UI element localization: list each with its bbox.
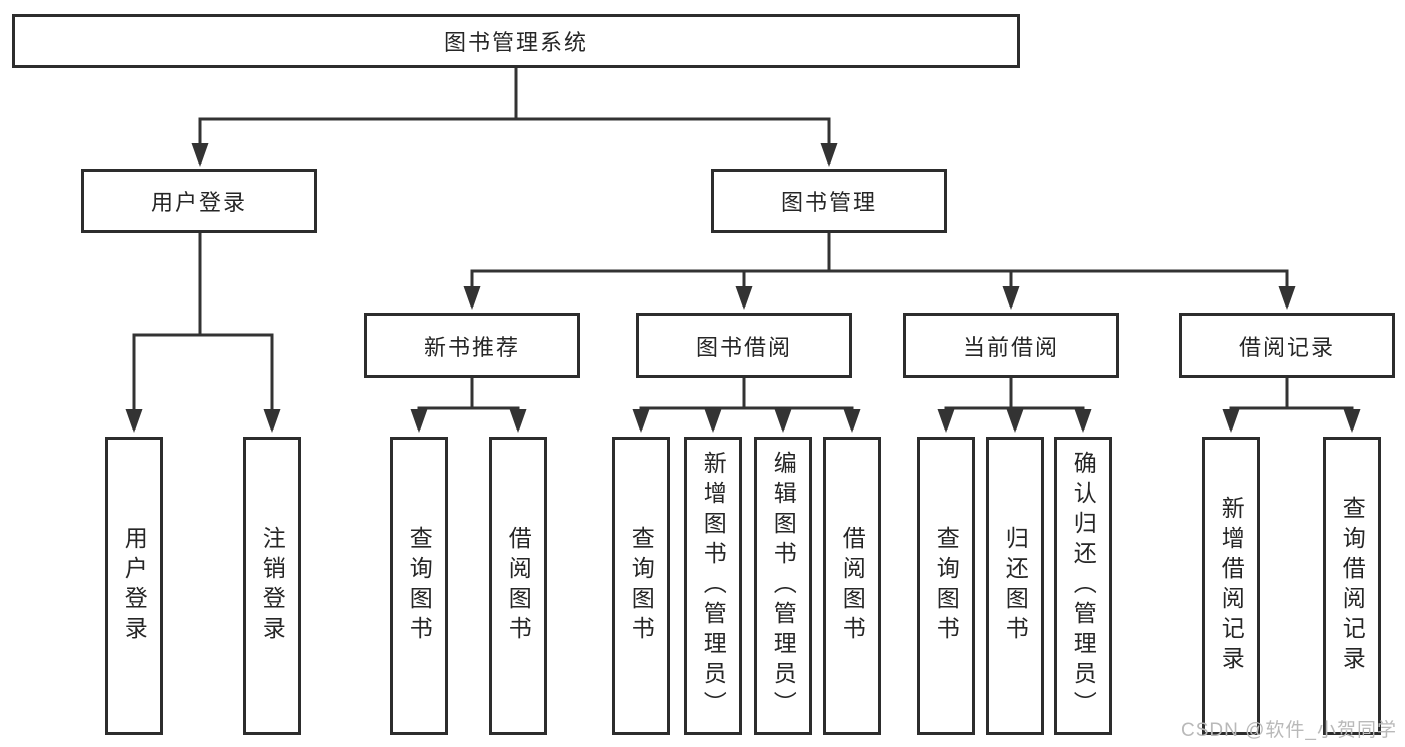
node-newbook-borrow-books-label: 借阅图书 <box>505 526 532 646</box>
node-user-login: 用户登录 <box>81 169 317 233</box>
node-logout: 注销登录 <box>243 437 301 735</box>
node-book-mgmt: 图书管理 <box>711 169 947 233</box>
node-current-return-books: 归还图书 <box>986 437 1044 735</box>
node-current-confirm-return-admin-label: 确认归还（管理员） <box>1070 451 1097 721</box>
node-borrow-edit-books-admin-label: 编辑图书（管理员） <box>770 451 797 721</box>
node-current-query-books-label: 查询图书 <box>933 526 960 646</box>
node-current-borrow-label: 当前借阅 <box>962 334 1059 360</box>
edge-book-borrow-to-children <box>632 378 861 433</box>
node-book-borrow: 图书借阅 <box>636 313 852 378</box>
node-newbook-borrow-books: 借阅图书 <box>489 437 547 735</box>
node-logout-label: 注销登录 <box>259 526 286 646</box>
edge-root-to-level2 <box>191 68 838 167</box>
edge-book-mgmt-to-level3 <box>463 233 1296 310</box>
node-user-login-label: 用户登录 <box>150 190 247 215</box>
node-new-book-rec-label: 新书推荐 <box>423 334 520 360</box>
node-borrow-borrow-books: 借阅图书 <box>823 437 881 735</box>
node-record-add-borrow-record-label: 新增借阅记录 <box>1218 496 1245 676</box>
node-borrow-record-label: 借阅记录 <box>1238 334 1335 360</box>
node-borrow-add-books-admin: 新增图书（管理员） <box>684 437 742 735</box>
node-user-login-leaf: 用户登录 <box>105 437 163 735</box>
node-record-query-borrow-record: 查询借阅记录 <box>1323 437 1381 735</box>
node-borrow-query-books-label: 查询图书 <box>628 526 655 646</box>
node-current-confirm-return-admin: 确认归还（管理员） <box>1054 437 1112 735</box>
node-root-label: 图书管理系统 <box>443 30 588 55</box>
node-root: 图书管理系统 <box>12 14 1020 68</box>
edge-current-borrow-to-children <box>937 378 1092 433</box>
node-borrow-query-books: 查询图书 <box>612 437 670 735</box>
edge-user-login-to-children <box>125 233 281 433</box>
node-book-borrow-label: 图书借阅 <box>695 334 792 360</box>
node-user-login-leaf-label: 用户登录 <box>121 526 148 646</box>
csdn-watermark: CSDN @软件_小贺同学 <box>1181 720 1397 741</box>
node-newbook-query-books: 查询图书 <box>390 437 448 735</box>
node-borrow-record: 借阅记录 <box>1179 313 1395 378</box>
node-borrow-add-books-admin-label: 新增图书（管理员） <box>700 451 727 721</box>
node-record-query-borrow-record-label: 查询借阅记录 <box>1339 496 1366 676</box>
node-borrow-edit-books-admin: 编辑图书（管理员） <box>754 437 812 735</box>
node-current-query-books: 查询图书 <box>917 437 975 735</box>
node-current-borrow: 当前借阅 <box>903 313 1119 378</box>
node-current-return-books-label: 归还图书 <box>1002 526 1029 646</box>
node-book-mgmt-label: 图书管理 <box>780 190 877 215</box>
node-borrow-borrow-books-label: 借阅图书 <box>839 526 866 646</box>
node-newbook-query-books-label: 查询图书 <box>406 526 433 646</box>
edge-borrow-record-to-children <box>1222 378 1361 433</box>
node-new-book-rec: 新书推荐 <box>364 313 580 378</box>
edge-new-book-to-children <box>410 378 527 433</box>
node-record-add-borrow-record: 新增借阅记录 <box>1202 437 1260 735</box>
